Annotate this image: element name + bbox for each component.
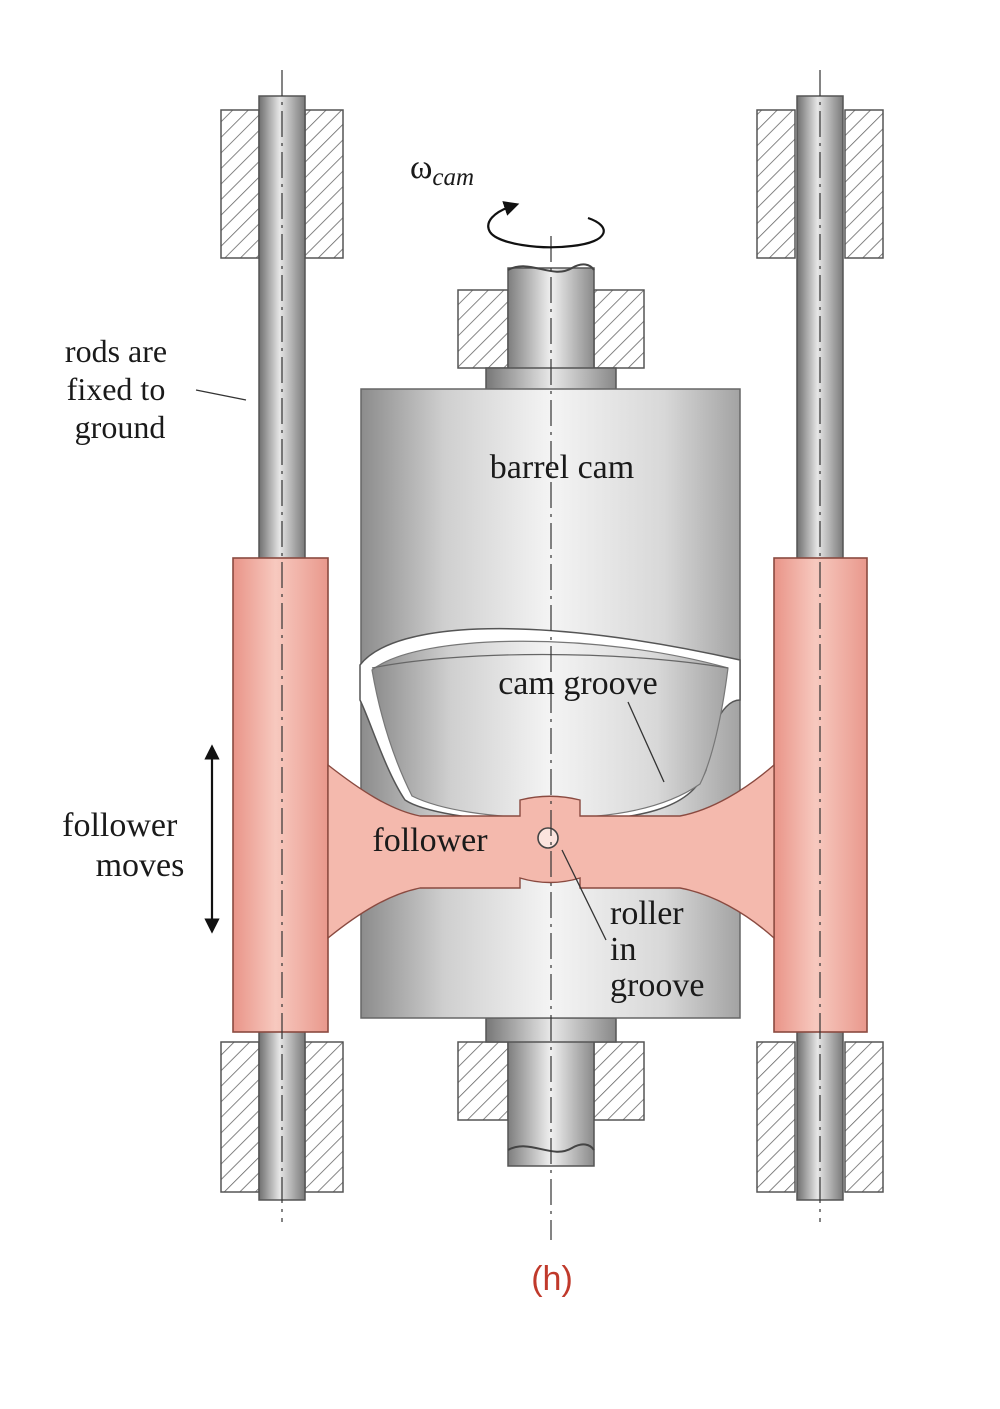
leader-lines: [195, 389, 665, 941]
rods-label: rods are fixed to ground: [65, 333, 175, 445]
ground-bearings: [220, 109, 884, 1193]
bearing-shaft-bottom-left: [457, 1041, 509, 1121]
bearing-shaft-top-right: [593, 289, 645, 369]
follower-moves-label: follower moves: [62, 807, 186, 884]
follower-label: follower: [372, 822, 488, 859]
leader-roller: [561, 849, 607, 941]
bearing-right-bottom-outer: [756, 1041, 796, 1193]
leader-cam-groove: [627, 701, 665, 783]
cam-groove-label: cam groove: [498, 665, 658, 702]
follower-sleeve-left: [232, 557, 329, 1033]
rotation-arrow-icon: [487, 201, 605, 249]
follower-sleeve-right: [773, 557, 868, 1033]
bearing-left-top-outer: [220, 109, 260, 259]
leader-rods: [195, 389, 247, 401]
shaft-break-top: [507, 263, 595, 273]
bearing-right-top-outer: [756, 109, 796, 259]
shaft-break-bottom: [507, 1143, 595, 1153]
bearing-right-top-inner: [844, 109, 884, 259]
bearing-shaft-top-left: [457, 289, 509, 369]
bearing-left-bottom-inner: [304, 1041, 344, 1193]
cam-groove-edge-line: [371, 653, 729, 669]
bearing-left-top-inner: [304, 109, 344, 259]
roller-label: roller in groove: [610, 895, 704, 1004]
center-lines: [281, 70, 821, 1240]
bearing-shaft-bottom-right: [593, 1041, 645, 1121]
roller-pin-icon: [537, 827, 559, 849]
bearing-left-bottom-outer: [220, 1041, 260, 1193]
figure-tag: (h): [531, 1260, 573, 1298]
omega-label: ωcam: [410, 149, 474, 191]
cam-groove-inner-surface: [371, 640, 729, 819]
bearing-right-bottom-inner: [844, 1041, 884, 1193]
barrel-cam-label: barrel cam: [490, 449, 634, 486]
